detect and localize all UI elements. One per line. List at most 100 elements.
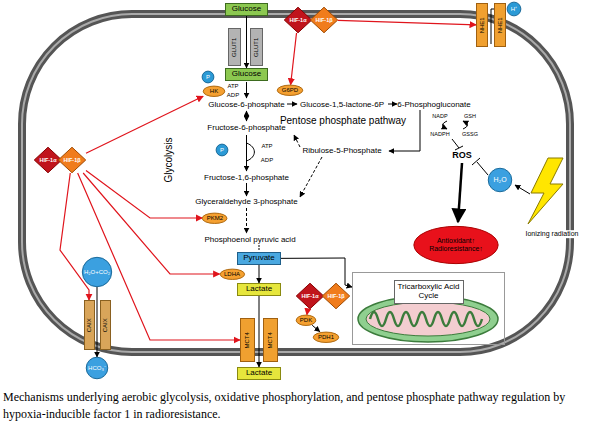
- node-label: HIF-1β: [315, 17, 332, 23]
- transporter-bar: GLUT1: [250, 28, 263, 66]
- ion-circle: H⁺: [507, 2, 521, 16]
- metabolite-label: Phosphoenol pyruvic acid: [204, 236, 295, 245]
- enzyme-ellipse: HK: [203, 86, 225, 97]
- ellipse-shape: [313, 332, 338, 342]
- connector-arrow: [281, 258, 352, 287]
- node-label: HIF-1α: [39, 157, 56, 163]
- enzyme-ellipse: LDHA: [220, 269, 245, 280]
- lightning-symbol: [528, 158, 563, 224]
- node-label: PKM2: [207, 215, 223, 222]
- metabolite-label: ROS: [452, 151, 472, 161]
- diamond-shape: [296, 283, 323, 308]
- cell-membrane-inner: [22, 14, 570, 352]
- pathway-title: Glycolysis: [163, 137, 174, 182]
- diamond-shape: [284, 7, 311, 32]
- node-label: HK: [210, 88, 218, 95]
- metabolite-label: NADP: [432, 113, 447, 119]
- connector-arrow: [86, 96, 203, 153]
- metabolite-box: Lactate: [237, 283, 281, 296]
- enzyme-ellipse: PDH1: [313, 332, 339, 343]
- node-label: Glucose: [232, 5, 261, 14]
- transporter-bar: CAIX: [100, 300, 111, 350]
- transporter-bar: NHE1: [494, 3, 506, 47]
- ion-circle: P: [216, 144, 228, 156]
- node-label: P: [220, 147, 224, 154]
- node-label: HCO₃⁻: [88, 365, 106, 372]
- metabolite-label: ADP: [227, 92, 239, 99]
- connector-arrow: [246, 16, 247, 68]
- metabolite-label: ATP: [261, 143, 272, 150]
- connector-arrow: [60, 173, 89, 300]
- node-label: HIF-1α: [289, 17, 306, 23]
- node-label: HIF-1β: [63, 157, 80, 163]
- node-label: H₂O+CO₂: [84, 269, 110, 276]
- connector-arrow: [312, 325, 320, 331]
- connector-arrow: [259, 296, 260, 367]
- metabolite-label: Pentose phosphate pathway: [280, 115, 406, 126]
- node-label: CAIX: [86, 318, 93, 332]
- node-label: Lactate: [246, 369, 272, 378]
- molecule-circle: HCO₃⁻: [86, 357, 108, 379]
- node-label: HIF-1β: [327, 293, 344, 299]
- hif-diamond: HIF-1β: [310, 7, 338, 33]
- node-label: H₂O: [493, 176, 506, 184]
- node-label: Antioxidant↑ Radioresistance↑: [425, 237, 487, 252]
- diamond-shape: [58, 147, 85, 172]
- node-label: HIF-1α: [301, 293, 318, 299]
- node-label: P: [206, 74, 210, 81]
- metabolite-box: Glucose: [225, 68, 268, 81]
- metabolite-box: Lactate: [237, 367, 281, 380]
- node-label: MCT4: [267, 332, 274, 348]
- metabolite-box: Glucose: [225, 3, 268, 16]
- ion-circle: P: [202, 71, 214, 83]
- metabolite-label: ADP: [261, 157, 273, 164]
- ellipse-shape: [296, 315, 316, 325]
- node-label: Tricarboxylic Acid Cycle: [394, 280, 464, 304]
- enzyme-ellipse: G6PD: [277, 85, 303, 96]
- node-label: G6PD: [282, 87, 298, 94]
- ellipse-shape: [216, 144, 228, 156]
- hif-diamond: HIF-1β: [58, 147, 86, 173]
- enzyme-ellipse: PKM2: [202, 213, 227, 224]
- node-label: Lactate: [246, 285, 272, 294]
- diamond-shape: [322, 283, 349, 308]
- ellipse-shape: [86, 357, 108, 379]
- node-label: PDK: [300, 317, 312, 324]
- node-label: MCT4: [244, 332, 251, 348]
- connector-arrow: [306, 309, 308, 315]
- transporter-bar: GLUT1: [228, 28, 241, 66]
- cell-membrane: [22, 14, 570, 352]
- ellipse-shape: [220, 269, 244, 279]
- transporter-bar: NHE1: [476, 3, 488, 47]
- node-label: LDHA: [224, 271, 240, 278]
- ellipse-shape: [507, 2, 521, 16]
- transporter-bar: CAIX: [84, 300, 95, 350]
- metabolite-box: Pyruvate: [237, 252, 281, 265]
- metabolite-label: Glucose-6-phosphate: [208, 100, 285, 109]
- connector-arrow: [291, 33, 297, 85]
- connector-arrow: [338, 20, 476, 24]
- node-label: PDH1: [318, 334, 334, 341]
- mitochondrion-frame: Tricarboxylic Acid Cycle: [352, 272, 505, 345]
- ellipse-shape: [203, 86, 225, 96]
- metabolite-label: NADPH: [430, 131, 449, 137]
- node-label: Pyruvate: [243, 254, 275, 263]
- enzyme-ellipse: PDK: [296, 315, 316, 326]
- metabolite-label: Fructose-6-phosphate: [207, 124, 285, 133]
- metabolite-label: Ionizing radiation: [525, 230, 580, 238]
- figure-caption: Mechanisms underlying aerobic glycolysis…: [3, 389, 599, 424]
- node-label: Glucose: [232, 70, 261, 79]
- metabolite-label: Glucose-1,5-lactone-6P: [300, 100, 384, 109]
- metabolite-label: GSSG: [462, 131, 478, 137]
- ellipse-shape: [203, 213, 228, 223]
- node-label: H⁺: [511, 6, 517, 13]
- node-label: CAIX: [102, 318, 109, 332]
- hif-diamond: HIF-1α: [296, 283, 324, 309]
- node-label: NHE1: [497, 17, 504, 33]
- outcome-ellipse: Antioxidant↑ Radioresistance↑: [413, 226, 499, 264]
- node-label: GLUT1: [231, 37, 238, 56]
- molecule-circle: H₂O+CO₂: [82, 257, 112, 287]
- connector-arrow: [86, 170, 202, 218]
